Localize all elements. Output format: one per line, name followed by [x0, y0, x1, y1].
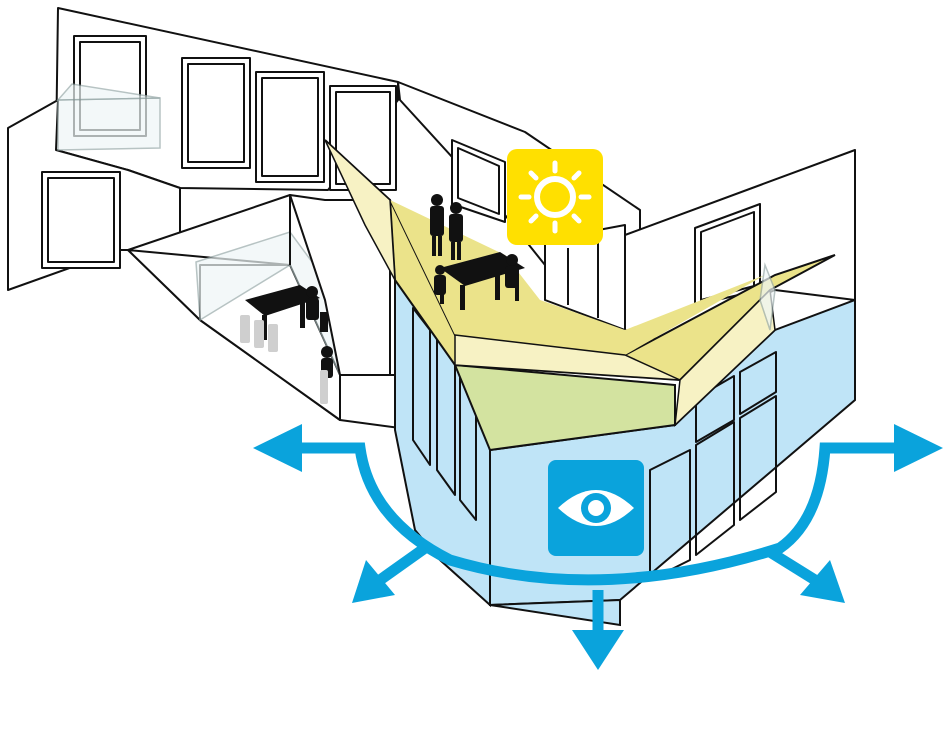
- arrow-south: [572, 630, 624, 670]
- arrow-south-east: [800, 560, 845, 603]
- arrow-west: [253, 424, 302, 472]
- window: [256, 72, 324, 182]
- window: [42, 172, 120, 268]
- sun-icon: [507, 149, 603, 245]
- eye-icon: [548, 460, 644, 556]
- arrow-east: [894, 424, 943, 472]
- arrow-south-west: [352, 560, 395, 603]
- window: [182, 58, 250, 168]
